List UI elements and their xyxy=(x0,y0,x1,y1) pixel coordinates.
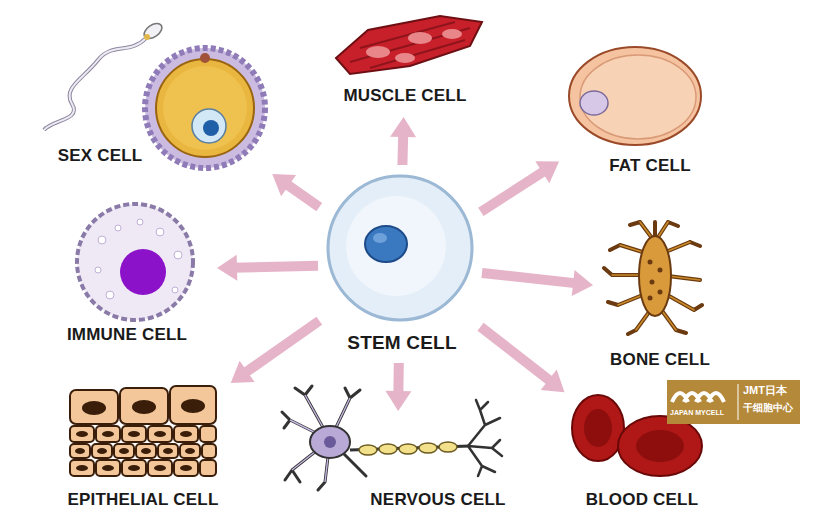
cell-label: SEX CELL xyxy=(0,146,200,166)
cell-label: MUSCLE CELL xyxy=(305,86,505,106)
connector-arrow xyxy=(231,321,320,383)
watermark-text: 干细胞中心 xyxy=(743,401,793,414)
cell-label: FAT CELL xyxy=(550,156,750,176)
cell-label: IMMUNE CELL xyxy=(27,325,227,345)
immune-illustration xyxy=(77,204,193,320)
watermark-text: JAPAN MYCELL xyxy=(670,408,724,418)
cell-node: EPITHELIAL CELL xyxy=(60,380,225,510)
connector-arrow xyxy=(482,270,593,296)
cell-node: FAT CELL xyxy=(565,45,705,180)
watermark-plate xyxy=(667,380,800,424)
cell-label: NERVOUS CELL xyxy=(338,490,538,510)
cell-node: SEX CELL xyxy=(40,20,280,170)
cell-node: IMMUNE CELL xyxy=(55,195,210,345)
cell-label: BONE CELL xyxy=(560,350,760,370)
connector-arrow xyxy=(385,363,411,411)
connector-arrow xyxy=(481,161,559,212)
connector-arrow xyxy=(390,117,416,165)
neuron-illustration xyxy=(282,386,502,490)
cell-node: BLOOD CELL xyxy=(570,390,710,512)
connector-arrow xyxy=(217,255,318,281)
stem-illustration xyxy=(328,176,472,320)
cell-node: BONE CELL xyxy=(600,215,720,370)
cell-node: NERVOUS CELL xyxy=(280,418,515,510)
connector-arrow xyxy=(272,174,319,207)
epithelial-illustration xyxy=(70,386,216,476)
cell-label: STEM CELL xyxy=(302,333,502,353)
fat-illustration xyxy=(569,47,701,145)
bone-illustration xyxy=(604,222,702,334)
cell-node: MUSCLE CELL xyxy=(330,10,480,110)
cell-label: EPITHELIAL CELL xyxy=(43,490,243,510)
cell-label: BLOOD CELL xyxy=(542,490,742,510)
watermark-text: JMT日本 xyxy=(743,383,787,397)
cell-node: STEM CELL xyxy=(325,172,475,356)
egg-illustration xyxy=(145,48,265,168)
connector-arrow xyxy=(481,327,565,392)
muscle-illustration xyxy=(336,16,482,74)
